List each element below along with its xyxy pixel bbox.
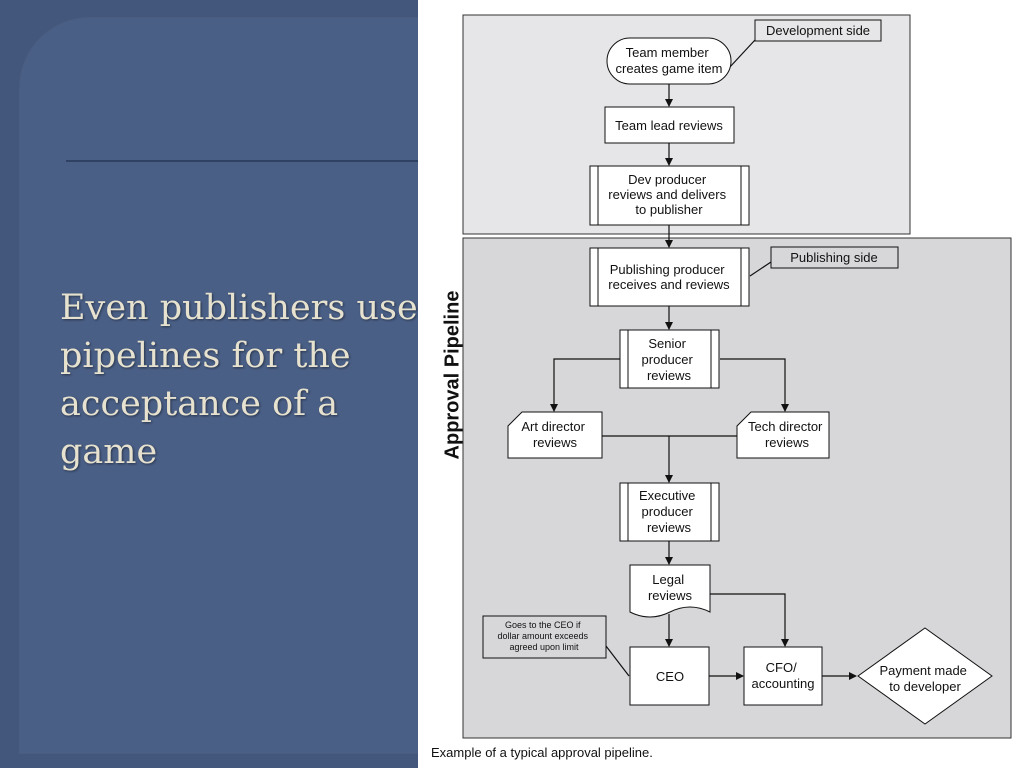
label-art-director: Art director reviews [521,419,588,450]
slide-title: Even publishers use pipelines for the ac… [60,288,418,472]
node-publishing-producer: Publishing producer receives and reviews [589,247,750,307]
figure-caption: Example of a typical approval pipeline. [431,745,653,760]
node-ceo: CEO [629,646,710,706]
label-team-member: Team member creates game item [616,45,723,76]
node-publishing-side: Publishing side [770,246,899,269]
label-publishing-side: Publishing side [790,250,877,265]
callout-development [728,39,756,69]
approval-pipeline-label-text: Approval Pipeline [441,290,464,460]
node-payment: Payment made to developer [857,627,993,725]
callout-ceo-note [605,645,630,677]
node-senior-producer: Senior producer reviews [619,329,720,389]
label-publishing-producer: Publishing producer receives and reviews [608,262,730,292]
label-cfo: CFO/ accounting [752,660,815,691]
node-cfo: CFO/ accounting [743,646,823,706]
label-ceo: CEO [656,669,684,684]
label-executive-producer: Executive producer reviews [639,488,699,535]
label-payment: Payment made to developer [879,663,970,694]
label-development-side: Development side [766,23,870,38]
node-art-director: Art director reviews [507,411,603,459]
node-dev-producer: Dev producer reviews and delivers to pub… [589,165,750,226]
callout-publishing [749,261,772,277]
label-tech-director: Tech director reviews [748,419,826,450]
node-executive-producer: Executive producer reviews [619,482,720,542]
arrow-legal-to-cfo [710,593,789,647]
node-ceo-note: Goes to the CEO if dollar amount exceeds… [482,615,607,659]
label-senior-producer: Senior producer reviews [642,336,697,383]
node-legal: Legal reviews [629,564,711,618]
connectors [550,39,857,680]
arrow-senior-to-tech [720,358,789,412]
node-development-side: Development side [754,19,882,42]
node-team-lead: Team lead reviews [604,106,735,144]
label-dev-producer: Dev producer reviews and delivers to pub… [608,172,729,217]
label-ceo-note: Goes to the CEO if dollar amount exceeds… [497,620,590,652]
label-team-lead: Team lead reviews [615,118,723,133]
node-team-member: Team member creates game item [606,37,732,85]
node-tech-director: Tech director reviews [736,411,830,459]
slide-panel [20,18,440,753]
arrow-senior-to-art [550,358,620,412]
label-legal: Legal reviews [648,572,693,603]
title-divider [66,160,426,162]
